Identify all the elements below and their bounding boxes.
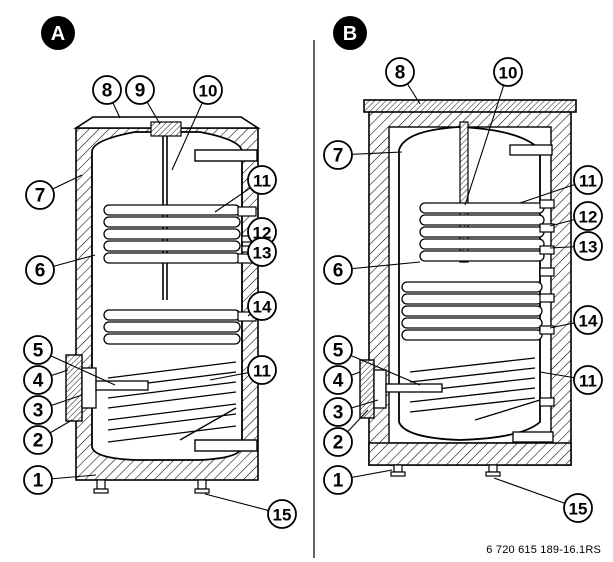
panel-a-callout-3: 3 [23,395,53,425]
svg-text:7: 7 [333,146,344,167]
panel-b-top-cover [363,99,577,113]
panel-b-callout-8: 8 [385,57,415,87]
panel-a-callout-8: 8 [92,75,122,105]
svg-text:13: 13 [253,244,272,263]
svg-text:12: 12 [253,224,272,243]
panel-a-flange-cover [65,354,83,422]
svg-text:2: 2 [33,431,44,452]
svg-text:11: 11 [253,172,271,191]
panel-b-drawing [359,99,577,477]
panel-a-callout-4: 4 [23,365,53,395]
panel-a-hot-outlet [194,149,258,162]
svg-text:8: 8 [102,81,113,102]
panel-a-heater [95,380,149,391]
panel-b-callout-3: 3 [323,397,353,427]
panel-b-flange [373,369,387,409]
svg-text:15: 15 [273,506,292,525]
panel-b-callout-13: 13 [573,231,603,261]
svg-text:13: 13 [579,238,598,257]
svg-text:9: 9 [135,81,146,102]
svg-text:10: 10 [199,82,218,101]
panel-b-callout-7: 7 [323,140,353,170]
panel-b-upper-coil [419,202,545,262]
svg-text:11: 11 [579,372,597,391]
panel-a-callout-2: 2 [23,425,53,455]
panel-b-callout-1: 1 [323,465,353,495]
panel-b-callout-12: 12 [573,201,603,231]
svg-text:3: 3 [33,401,44,422]
panel-b-callout-11: 11 [573,365,603,395]
svg-text:15: 15 [569,500,588,519]
svg-text:1: 1 [333,471,344,492]
panel-a-callout-1: 1 [23,465,53,495]
panel-a-callout-11: 11 [247,165,277,195]
svg-text:A: A [51,23,65,45]
panel-b-heater [385,383,443,393]
panel-b-lower-port [512,431,554,443]
panel-b-callout-4: 4 [323,365,353,395]
svg-text:4: 4 [33,371,44,392]
svg-text:6: 6 [333,261,344,282]
panel-a-coil-port-1 [237,206,257,217]
document-reference: 6 720 615 189-16.1RS [486,544,601,556]
panel-b-ports [539,199,555,407]
panel-badge-b: B [333,16,367,50]
panel-a-callout-7: 7 [25,180,55,210]
panel-b-callout-6: 6 [323,255,353,285]
svg-text:5: 5 [333,341,344,362]
panel-b-callout-15: 15 [563,493,593,523]
panel-b-callout-11: 11 [573,165,603,195]
panel-a-callout-14: 14 [247,291,277,321]
svg-text:7: 7 [35,186,46,207]
panel-a-middle-coil [103,309,241,345]
svg-text:5: 5 [33,341,44,362]
panel-b-callout-2: 2 [323,427,353,457]
svg-text:2: 2 [333,433,344,454]
panel-a-lower-coil [107,361,237,443]
svg-text:1: 1 [33,471,44,492]
svg-text:11: 11 [253,362,271,381]
panel-b-middle-coil [401,281,543,341]
panel-a-callout-13: 13 [247,237,277,267]
panel-a-callout-5: 5 [23,335,53,365]
svg-text:10: 10 [499,64,518,83]
panel-b-hot-outlet [509,144,553,156]
svg-text:12: 12 [579,208,598,227]
panel-b-callout-5: 5 [323,335,353,365]
panel-a-anode-cap [150,121,182,137]
panel-b-leader-2 [464,71,509,206]
panel-a-upper-coil [103,204,241,264]
svg-text:11: 11 [579,172,597,191]
svg-text:4: 4 [333,371,344,392]
panel-a-feet [93,479,210,494]
panel-a-lower-port [194,439,258,452]
panel-a-callout-9: 9 [125,75,155,105]
svg-text:B: B [343,23,357,45]
panel-a-callout-15: 15 [267,499,297,529]
svg-text:14: 14 [579,312,598,331]
svg-text:8: 8 [395,63,406,84]
svg-text:3: 3 [333,403,344,424]
panel-b-anode-rod [459,121,469,263]
panel-a-callout-6: 6 [25,255,55,285]
panel-b-callout-10: 10 [493,57,523,87]
panel-a-callout-10: 10 [193,75,223,105]
panel-a-flange [81,367,97,409]
panel-b-feet [390,464,501,477]
panel-a-callout-11: 11 [247,355,277,385]
panel-b-callout-14: 14 [573,305,603,335]
svg-text:14: 14 [253,298,272,317]
svg-text:6: 6 [35,261,46,282]
panel-b-flange-cover [359,359,375,419]
panel-b-base [368,442,572,466]
panel-a-drawing [65,116,261,494]
panel-badge-a: A [41,16,75,50]
